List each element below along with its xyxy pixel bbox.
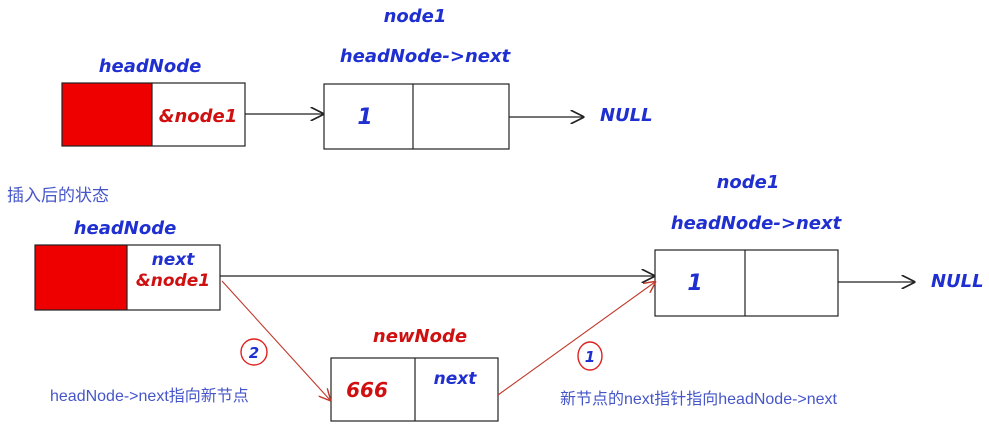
step2-caption: headNode->next指向新节点 bbox=[50, 387, 249, 405]
top-head-next-cell bbox=[152, 83, 245, 146]
new-node-value: 666 bbox=[346, 378, 388, 402]
bottom-head-ptr-text: &node1 bbox=[136, 271, 210, 291]
top-section: headNode node1 headNode->next &node1 1 N… bbox=[61, 6, 653, 150]
top-head-ptr-text: &node1 bbox=[159, 106, 238, 127]
step2-number: 2 bbox=[249, 344, 259, 362]
step1-marker: 1 bbox=[577, 341, 603, 371]
step1-arrow bbox=[497, 282, 655, 396]
bottom-node1-value: 1 bbox=[687, 271, 702, 296]
bottom-node1: 1 bbox=[654, 249, 839, 317]
bottom-null-label: NULL bbox=[931, 271, 984, 292]
step1-number: 1 bbox=[585, 348, 595, 366]
step1-caption: 新节点的next指针指向headNode->next bbox=[560, 390, 838, 408]
top-node1-label: node1 bbox=[384, 6, 447, 27]
bottom-head-node: next &node1 bbox=[34, 244, 221, 311]
bottom-head-next-text: next bbox=[152, 250, 196, 270]
top-node1-value: 1 bbox=[357, 105, 372, 130]
bottom-section: 插入后的状态 headNode node1 headNode->next nex… bbox=[7, 172, 984, 422]
top-head-data-cell bbox=[62, 83, 152, 146]
top-head-label: headNode bbox=[99, 56, 202, 77]
step1-circle bbox=[577, 341, 603, 371]
top-node1: 1 bbox=[323, 83, 510, 150]
bottom-node1-label: node1 bbox=[717, 172, 780, 193]
bottom-node1-border bbox=[654, 249, 839, 317]
step2-circle bbox=[240, 338, 268, 366]
bottom-head-data-cell bbox=[35, 245, 127, 310]
top-node1-sub-label: headNode->next bbox=[340, 46, 512, 67]
top-head-node: &node1 bbox=[61, 82, 246, 147]
step2-marker: 2 bbox=[240, 338, 268, 366]
new-node: 666 next bbox=[330, 357, 499, 422]
bottom-head-label: headNode bbox=[74, 218, 177, 239]
bottom-head-next-cell bbox=[127, 245, 220, 310]
top-null-label: NULL bbox=[600, 105, 653, 126]
top-node1-border bbox=[323, 83, 510, 150]
state-title: 插入后的状态 bbox=[7, 186, 109, 205]
bottom-node1-sub-label: headNode->next bbox=[671, 213, 843, 234]
new-node-label: newNode bbox=[373, 326, 467, 347]
step2-arrow bbox=[221, 280, 330, 400]
new-node-next-text: next bbox=[434, 369, 478, 389]
